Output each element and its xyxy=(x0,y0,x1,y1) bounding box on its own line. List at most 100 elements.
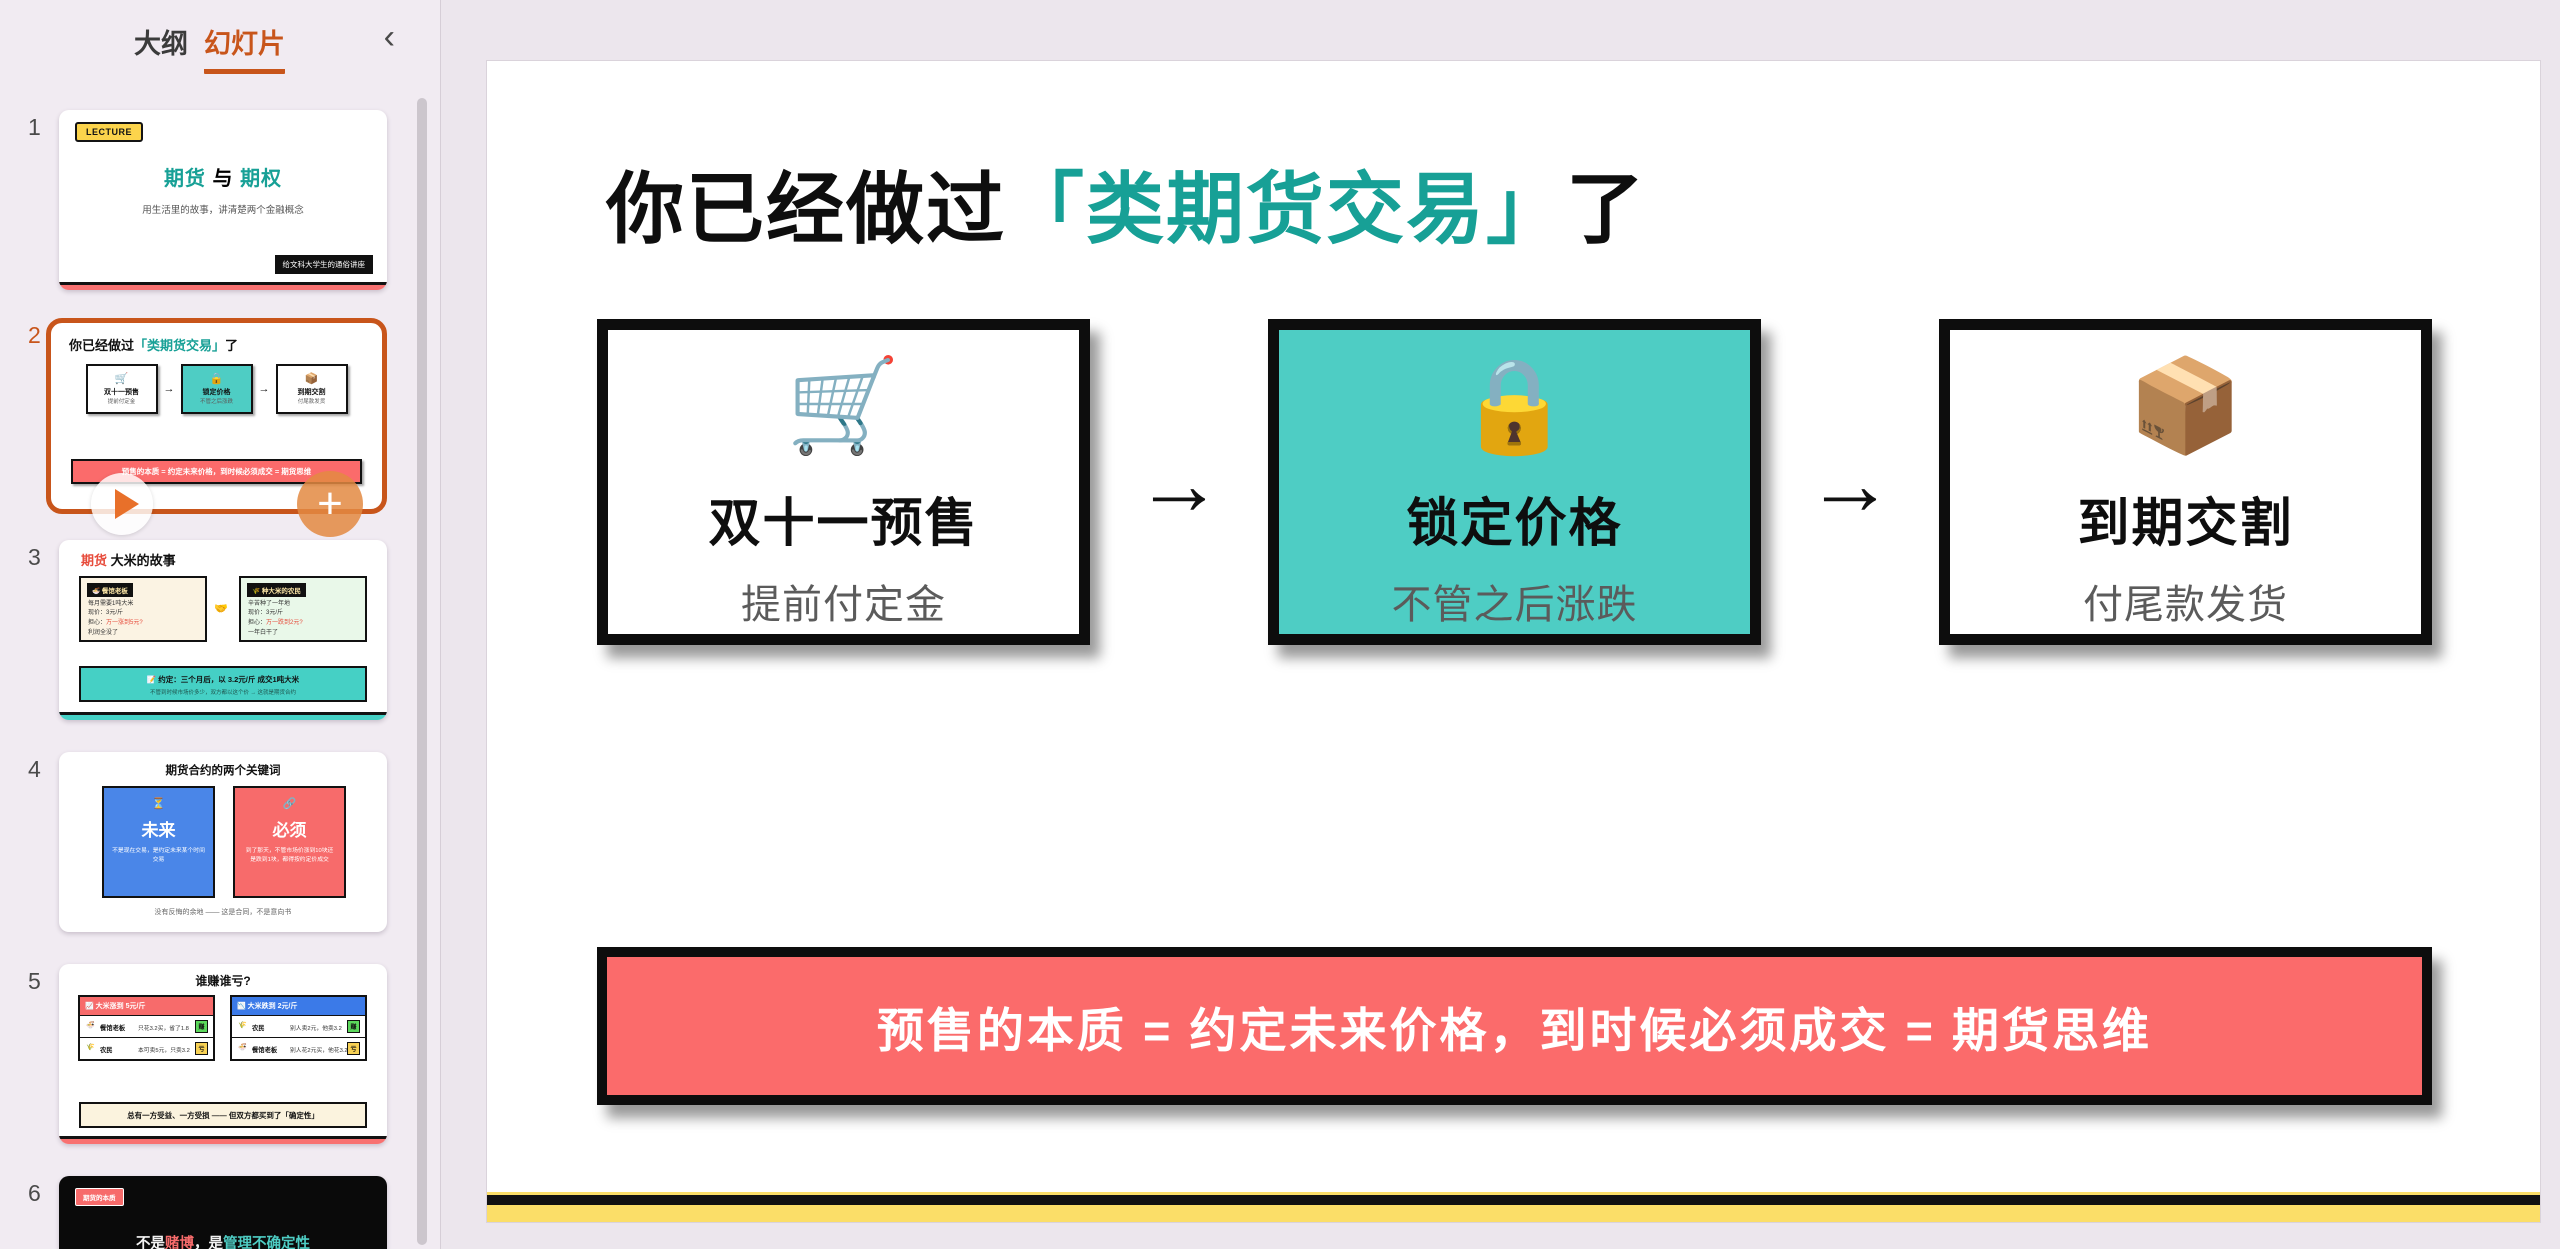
win-badge: 赚 xyxy=(195,1020,208,1033)
thumb5-banner: 总有一方受益、一方受损 —— 但双方都买到了「确定性」 xyxy=(79,1102,367,1128)
thumb3-right-card: 🌾 种大米的农民 辛苦种了一年地 现价：3元/斤 担心：万一跌到2元? 一年白干… xyxy=(239,576,367,642)
link-emoji: 🔗 xyxy=(282,798,297,810)
thumb3-banner-main: 📝 约定：三个月后，以 3.2元/斤 成交1吨大米 xyxy=(146,675,300,684)
thumb2-step3-sub: 付尾款发货 xyxy=(297,398,326,405)
thumb1-title-sep: 与 xyxy=(205,168,241,190)
thumb3-r-line3: 担心：万一跌到2元? xyxy=(248,620,365,627)
thumb5-right-header: 📉 大米跌到 2元/斤 xyxy=(232,997,365,1015)
thumb2-step-1: 🛒 双十一预售 提前付定金 xyxy=(85,364,158,414)
table-row: 🌾 农民 别人卖2元，他卖3.2 赚 xyxy=(232,1015,365,1037)
slide-thumbnail-1[interactable]: LECTURE 期货 与 期权 用生活里的故事，讲清楚两个金融概念 给文科大学生… xyxy=(59,110,387,290)
step1-title: 双十一预售 xyxy=(708,495,979,554)
thumb3-title-tag: 期货 xyxy=(81,553,108,568)
thumb2-title-prefix: 你已经做过 xyxy=(69,338,135,353)
slide-thumbnail-4[interactable]: 期货合约的两个关键词 ⏳ 未来 不是现在交易，是约定未来某个时间交易 🔗 必须 … xyxy=(59,752,387,932)
thumb2-step-2: 🔒 锁定价格 不管之后涨跌 xyxy=(180,364,253,414)
thumb4-title: 期货合约的两个关键词 xyxy=(165,765,281,777)
thumb6-text-red: 赌博 xyxy=(165,1236,194,1249)
play-slideshow-button[interactable] xyxy=(91,473,153,535)
slide-thumbnail-6[interactable]: 期货的本质 不是赌博，是管理不确定性 xyxy=(59,1176,387,1249)
thumb6-text: 不是赌博，是管理不确定性 xyxy=(59,1232,387,1249)
slide-canvas[interactable]: 你已经做过「类期货交易」了 🛒 双十一预售 提前付定金 → 🔒 锁定价格 不管之… xyxy=(486,60,2541,1223)
thumb4-caption: 没有反悔的余地 —— 这是合同，不是意向书 xyxy=(154,909,292,916)
slide-number-1: 1 xyxy=(28,114,41,140)
editor-area: 你已经做过「类期货交易」了 🛒 双十一预售 提前付定金 → 🔒 锁定价格 不管之… xyxy=(441,0,2560,1249)
thumb2-title-suffix: 了 xyxy=(225,338,239,353)
thumb2-step3-title: 到期交割 xyxy=(297,388,326,396)
thumb6-topic-badge: 期货的本质 xyxy=(75,1188,124,1206)
thumb5-left-table: 📈 大米涨到 5元/斤 🍜 餐馆老板 只花3.2买，省了1.8 赚 🌾 农民 本… xyxy=(78,995,215,1061)
arrow-icon: → xyxy=(1135,434,1223,533)
slide-title-highlight: 「类期货交易」 xyxy=(1006,165,1567,253)
thumb3-title: 期货 大米的故事 xyxy=(81,550,176,569)
thumb5-r-r2-desc: 别人花2元买，他花3.2 xyxy=(290,1048,348,1054)
slide-number-3: 3 xyxy=(28,544,41,570)
arrow-icon: → xyxy=(258,383,270,395)
thumb1-subtitle: 用生活里的故事，讲清楚两个金融概念 xyxy=(142,205,304,216)
thumb2-step2-sub: 不管之后涨跌 xyxy=(199,398,233,405)
package-emoji: 📦 xyxy=(304,373,319,386)
thumb3-r-line1: 辛苦种了一年地 xyxy=(248,600,291,607)
win-badge: 赚 xyxy=(347,1020,360,1033)
conclusion-banner-text: 预售的本质 = 约定未来价格，到时候必须成交 = 期货思维 xyxy=(876,1003,2153,1057)
table-row: 🍜 餐馆老板 别人花2元买，他花3.2 亏 xyxy=(232,1037,365,1059)
sidebar-scrollbar[interactable] xyxy=(417,98,427,1245)
sidebar-tabs: 大纲 幻灯片 ‹ xyxy=(0,0,440,74)
tab-slides[interactable]: 幻灯片 xyxy=(204,22,285,74)
collapse-sidebar-icon[interactable]: ‹ xyxy=(383,18,395,56)
arrow-icon: → xyxy=(1806,434,1894,533)
step1-subtitle: 提前付定金 xyxy=(741,583,946,628)
handshake-emoji: 🤝 xyxy=(214,603,228,615)
thumb3-left-card: 🍜 餐馆老板 每月需要1吨大米 现价：3元/斤 担心：万一涨到5元? 利润全没了 xyxy=(79,576,207,642)
slide-title[interactable]: 你已经做过「类期货交易」了 xyxy=(606,147,1646,259)
table-row: 🌾 农民 本可卖5元，只卖3.2 亏 xyxy=(80,1037,213,1059)
lose-badge: 亏 xyxy=(195,1042,208,1055)
thumb5-right-table: 📉 大米跌到 2元/斤 🌾 农民 别人卖2元，他卖3.2 赚 🍜 餐馆老板 别人… xyxy=(230,995,367,1061)
thumb3-l-line3-label: 担心： xyxy=(88,619,107,626)
sheaf-emoji: 🌾 xyxy=(238,1022,247,1029)
thumb1-footer-badge: 给文科大学生的通俗讲座 xyxy=(274,255,373,274)
thumb3-r-line3-label: 担心： xyxy=(248,619,267,626)
table-row: 🍜 餐馆老板 只花3.2买，省了1.8 赚 xyxy=(80,1015,213,1037)
thumb5-banner-text: 总有一方受益、一方受损 —— 但双方都买到了「确定性」 xyxy=(127,1110,319,1120)
noodles-emoji: 🍜 xyxy=(238,1044,247,1051)
lecture-badge: LECTURE xyxy=(75,122,143,142)
add-slide-button[interactable]: + xyxy=(297,471,363,537)
thumb3-l-line3: 担心：万一涨到5元? xyxy=(88,620,205,627)
thumb6-text-2: ，是 xyxy=(194,1236,223,1249)
step2-subtitle: 不管之后涨跌 xyxy=(1391,583,1638,628)
arrow-icon: → xyxy=(163,383,175,395)
slide-number-6: 6 xyxy=(28,1180,41,1206)
step-box-delivery[interactable]: 📦 到期交割 付尾款发货 xyxy=(1939,319,2432,645)
thumb2-steps-row: 🛒 双十一预售 提前付定金 → 🔒 锁定价格 不管之后涨跌 → 📦 到期交割 xyxy=(53,363,380,415)
hourglass-emoji: ⏳ xyxy=(151,798,166,810)
thumb3-banner-sub: 不管到时候市场价多少，双方都以这个价 → 这就是期货合约 xyxy=(149,690,297,696)
step-box-lock-price[interactable]: 🔒 锁定价格 不管之后涨跌 xyxy=(1268,319,1761,645)
thumb5-l-r1-who: 餐馆老板 xyxy=(100,1025,126,1032)
thumb1-title: 期货 与 期权 xyxy=(59,162,387,191)
thumb2-step1-title: 双十一预售 xyxy=(104,388,139,396)
slide-title-prefix: 你已经做过 xyxy=(606,165,1007,253)
sheaf-emoji: 🌾 xyxy=(86,1044,95,1051)
lock-emoji: 🔒 xyxy=(209,373,224,386)
conclusion-banner[interactable]: 预售的本质 = 约定未来价格，到时候必须成交 = 期货思维 xyxy=(597,947,2432,1105)
slide-number-4: 4 xyxy=(28,756,41,782)
lose-badge: 亏 xyxy=(347,1042,360,1055)
thumb5-left-header: 📈 大米涨到 5元/斤 xyxy=(80,997,213,1015)
slide-thumbnail-2-selected[interactable]: 你已经做过「类期货交易」了 🛒 双十一预售 提前付定金 → 🔒 锁定价格 不管之… xyxy=(46,318,387,537)
thumb5-title: 谁赚谁亏? xyxy=(195,974,251,988)
step2-title: 锁定价格 xyxy=(1406,495,1623,554)
thumb3-banner: 📝 约定：三个月后，以 3.2元/斤 成交1吨大米 不管到时候市场价多少，双方都… xyxy=(79,666,367,702)
slide-thumbnail-5[interactable]: 谁赚谁亏? 📈 大米涨到 5元/斤 🍜 餐馆老板 只花3.2买，省了1.8 赚 … xyxy=(59,964,387,1144)
slide-footer-black-bar xyxy=(487,1195,2540,1205)
thumb1-title-teal1: 期货 xyxy=(163,168,206,190)
thumb6-text-1: 不是 xyxy=(136,1236,165,1249)
thumb5-r-r2-who: 餐馆老板 xyxy=(252,1047,278,1054)
slide-thumbnail-3[interactable]: 期货 大米的故事 🍜 餐馆老板 每月需要1吨大米 现价：3元/斤 担心：万一涨到… xyxy=(59,540,387,720)
thumb3-l-line1: 每月需要1吨大米 xyxy=(88,600,134,607)
tab-outline[interactable]: 大纲 xyxy=(134,29,188,59)
slide-title-suffix: 了 xyxy=(1566,165,1647,253)
step-box-presale[interactable]: 🛒 双十一预售 提前付定金 xyxy=(597,319,1090,645)
slide-footer-yellow-bar xyxy=(487,1205,2540,1222)
thumb3-r-line4: 一年白干了 xyxy=(248,629,279,636)
